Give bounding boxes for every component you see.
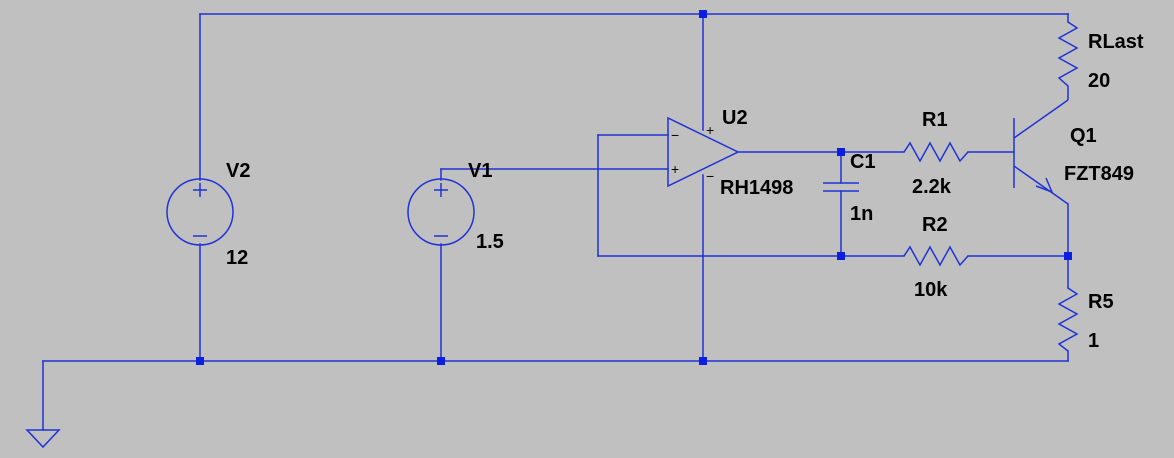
- capacitor-c1[interactable]: [823, 182, 859, 192]
- r5-name: R5: [1088, 291, 1114, 313]
- junction-dot: [699, 357, 707, 365]
- ground-icon: [25, 429, 61, 449]
- r5-value: 1: [1088, 330, 1099, 352]
- junctions: [196, 10, 1072, 365]
- v1-value: 1.5: [476, 231, 504, 253]
- r1-name: R1: [922, 109, 948, 131]
- voltage-source-v2[interactable]: [166, 178, 234, 246]
- r2-name: R2: [922, 214, 948, 236]
- opamp-inverting-sign: −: [671, 127, 679, 143]
- junction-dot: [196, 357, 204, 365]
- u2-name: U2: [722, 107, 748, 129]
- opamp-vminus-sign: −: [706, 168, 714, 184]
- resistor-rlast[interactable]: [1057, 21, 1079, 100]
- c1-name: C1: [850, 151, 876, 173]
- v2-value: 12: [226, 247, 248, 269]
- q1-value: FZT849: [1064, 163, 1134, 185]
- u2-value: RH1498: [720, 177, 793, 199]
- voltage-source-v1[interactable]: [407, 178, 475, 246]
- wires: [42, 13, 1069, 431]
- junction-dot: [1064, 252, 1072, 260]
- resistor-r5[interactable]: [1057, 287, 1079, 352]
- transistor-q1[interactable]: [1013, 99, 1069, 205]
- opamp-noninverting-sign: +: [671, 161, 679, 177]
- opamp-u2[interactable]: [667, 116, 740, 188]
- c1-value: 1n: [850, 203, 873, 225]
- junction-dot: [837, 148, 845, 156]
- resistor-r1[interactable]: [903, 141, 969, 163]
- junction-dot: [437, 357, 445, 365]
- junction-dot: [837, 252, 845, 260]
- r2-value: 10k: [914, 279, 948, 301]
- resistor-r2[interactable]: [903, 245, 969, 267]
- rlast-name: RLast: [1088, 31, 1144, 53]
- rlast-value: 20: [1088, 70, 1110, 92]
- q1-name: Q1: [1070, 125, 1097, 147]
- opamp-vplus-sign: +: [706, 122, 714, 138]
- junction-dot: [699, 10, 707, 18]
- r1-value: 2.2k: [912, 176, 952, 198]
- v2-name: V2: [226, 160, 250, 182]
- v1-name: V1: [468, 160, 492, 182]
